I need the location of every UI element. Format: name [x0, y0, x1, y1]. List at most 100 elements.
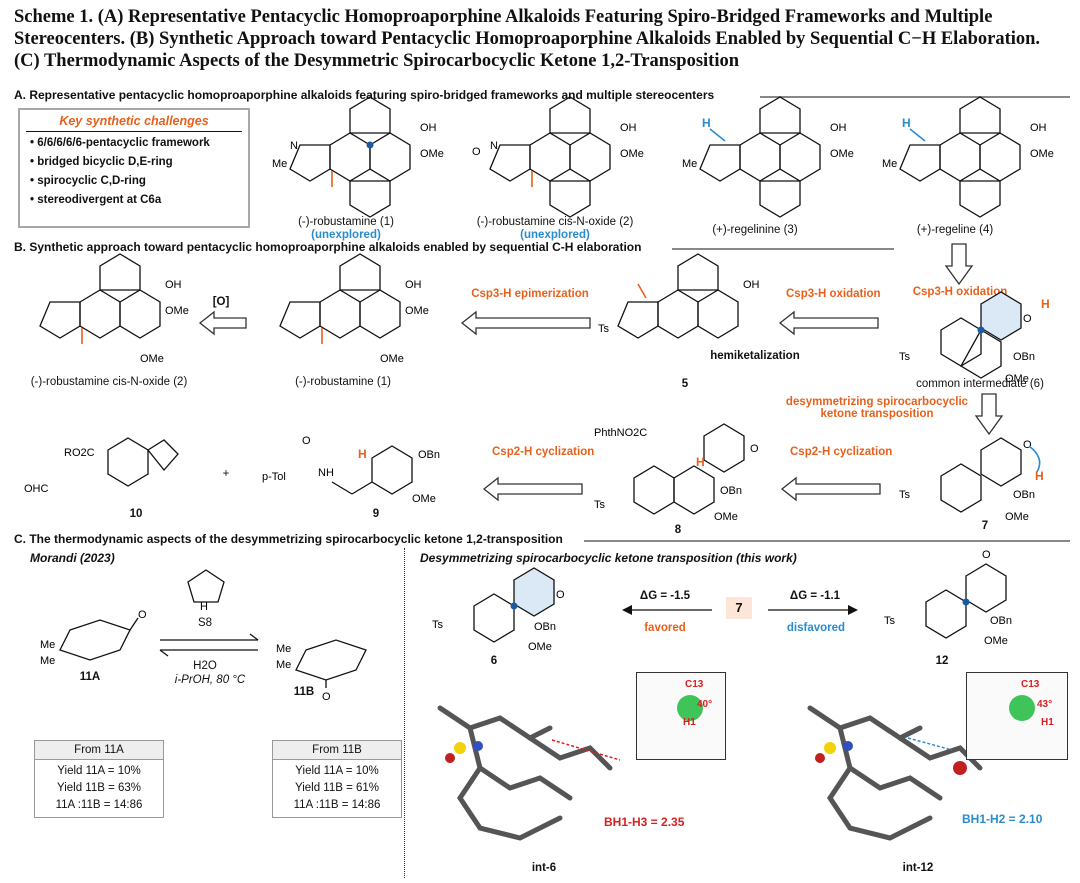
structure-11b: O Me Me: [276, 639, 367, 703]
label-int-12: int-12: [902, 862, 934, 874]
structure-robustamine: OH OMe Me N: [272, 96, 444, 218]
svg-text:O: O: [556, 589, 565, 601]
svg-text:Ts: Ts: [594, 499, 606, 511]
svg-text:OMe: OMe: [1030, 148, 1054, 160]
yield-table-row: Yield 11A = 10%: [57, 765, 141, 777]
yield-table-header: From 11A: [35, 741, 163, 760]
structure-regeline: H OH OMe Me: [882, 96, 1054, 218]
svg-text:OMe: OMe: [1005, 373, 1029, 385]
svg-text:H: H: [702, 116, 711, 130]
svg-text:Ts: Ts: [899, 489, 911, 501]
svg-text:p-Tol: p-Tol: [262, 471, 286, 483]
challenge-item: stereodivergent at C6a: [30, 191, 248, 210]
svg-text:OMe: OMe: [405, 305, 429, 317]
section-c-rule: [584, 540, 1070, 542]
label-favored: favored: [644, 622, 686, 634]
model-int-12: [807, 705, 983, 841]
compound-2-name: (-)-robustamine cis-N-oxide (2): [476, 216, 634, 228]
svg-text:NH: NH: [318, 467, 334, 479]
svg-text:OBn: OBn: [1013, 351, 1035, 363]
yield-table-row: Yield 11A = 10%: [295, 765, 379, 777]
svg-text:H: H: [358, 447, 367, 461]
label-compound-9: 9: [372, 508, 380, 520]
challenge-item: bridged bicyclic D,E-ring: [30, 153, 248, 172]
arrow-down-desym: [974, 393, 1004, 436]
svg-text:OMe: OMe: [984, 635, 1008, 647]
arrow-down-oxidation: [944, 243, 974, 286]
structure-c-6: O OBn OMe Ts: [432, 567, 565, 653]
svg-text:OMe: OMe: [165, 305, 189, 317]
label-compound-5: 5: [681, 378, 689, 390]
delta-g-left: ΔG = -1.5: [639, 590, 691, 602]
svg-text:Me: Me: [276, 659, 291, 671]
svg-text:OH: OH: [743, 279, 760, 291]
svg-text:OH: OH: [830, 122, 847, 134]
svg-text:Me: Me: [882, 158, 897, 170]
svg-text:OBn: OBn: [418, 449, 440, 461]
center-compound-7: 7: [726, 597, 752, 619]
svg-text:Ts: Ts: [899, 351, 911, 363]
svg-text:O: O: [1023, 313, 1032, 325]
svg-text:OBn: OBn: [720, 485, 742, 497]
equilibrium-arrow: [159, 633, 259, 657]
svg-text:OMe: OMe: [620, 148, 644, 160]
label-disfavored: disfavored: [786, 622, 846, 634]
section-c-divider: [404, 548, 405, 878]
arrow-right-disfavored: [768, 605, 858, 615]
arrow-retro-4: [780, 476, 881, 502]
angle-right: 43°: [1037, 699, 1053, 710]
structure-b-7: O H OBn OMe Ts: [899, 437, 1044, 523]
yield-table-row: Yield 11B = 63%: [56, 782, 142, 794]
svg-text:PhthNO2C: PhthNO2C: [594, 427, 647, 439]
arrow-retro-1: [198, 310, 247, 336]
structure-b-5: OH Ts: [598, 253, 760, 339]
arrow-label-desym: desymmetrizing spirocarbocyclic ketone t…: [785, 396, 969, 420]
arrow-retro-2: [460, 310, 591, 336]
label-c-12: 12: [935, 655, 949, 667]
angle-left: 40°: [697, 699, 713, 710]
svg-text:Me: Me: [276, 643, 291, 655]
label-hemiketalization: hemiketalization: [710, 350, 800, 362]
yield-table-row: Yield 11B = 61%: [294, 782, 380, 794]
b-label-right: BH1-H2 = 2.10: [962, 812, 1043, 826]
compound-4-name: (+)-regeline (4): [916, 224, 994, 236]
arrow-left-favored: [622, 605, 712, 615]
this-work-title: Desymmetrizing spirocarbocyclic ketone t…: [420, 551, 797, 565]
svg-text:O: O: [750, 443, 759, 455]
label-11a: 11A: [79, 671, 101, 683]
compound-1-note: (unexplored): [311, 229, 381, 241]
svg-text:OHC: OHC: [24, 483, 49, 495]
svg-text:OH: OH: [620, 122, 637, 134]
label-h1-left: H1: [683, 717, 696, 728]
svg-text:OBn: OBn: [990, 615, 1012, 627]
structure-b-8: PhthNO2C O H OBn OMe Ts: [594, 423, 759, 523]
svg-text:H: H: [1035, 469, 1044, 483]
svg-text:OH: OH: [420, 122, 437, 134]
yield-table-from-11b: From 11B Yield 11A = 10% Yield 11B = 61%…: [272, 740, 402, 818]
svg-text:O: O: [302, 435, 311, 447]
svg-text:Me: Me: [40, 655, 55, 667]
c13-atom-icon: [1009, 695, 1035, 721]
challenges-box: Key synthetic challenges 6/6/6/6/6-penta…: [18, 108, 250, 228]
scheme-title: Scheme 1. (A) Representative Pentacyclic…: [14, 7, 1041, 71]
inset-right: C13 43° H1: [966, 672, 1068, 760]
svg-text:O: O: [138, 609, 147, 621]
compound-2-note: (unexplored): [520, 229, 590, 241]
challenges-title: Key synthetic challenges: [59, 114, 209, 128]
label-compound-8: 8: [674, 524, 682, 536]
yield-table-row: 11A :11B = 14:86: [293, 799, 381, 811]
morandi-title: Morandi (2023): [30, 551, 115, 565]
svg-text:Me: Me: [40, 639, 55, 651]
arrow-label-cyclization-1: Csp2-H cyclization: [492, 446, 595, 458]
svg-text:OMe: OMe: [528, 641, 552, 653]
section-c-heading: C. The thermodynamic aspects of the desy…: [14, 532, 563, 546]
structure-b-9: p-Tol NH O H OBn OMe: [262, 435, 440, 505]
arrow-label-oxidation-top: Csp3-H oxidation: [912, 286, 1008, 298]
svg-text:OBn: OBn: [534, 621, 556, 633]
delta-g-right: ΔG = -1.1: [789, 590, 841, 602]
svg-text:H: H: [696, 455, 705, 469]
label-compound-10: 10: [129, 508, 143, 520]
svg-text:Ts: Ts: [598, 323, 610, 335]
svg-text:Ts: Ts: [432, 619, 444, 631]
arrow-label-epimerization: Csp3-H epimerization: [471, 288, 589, 300]
